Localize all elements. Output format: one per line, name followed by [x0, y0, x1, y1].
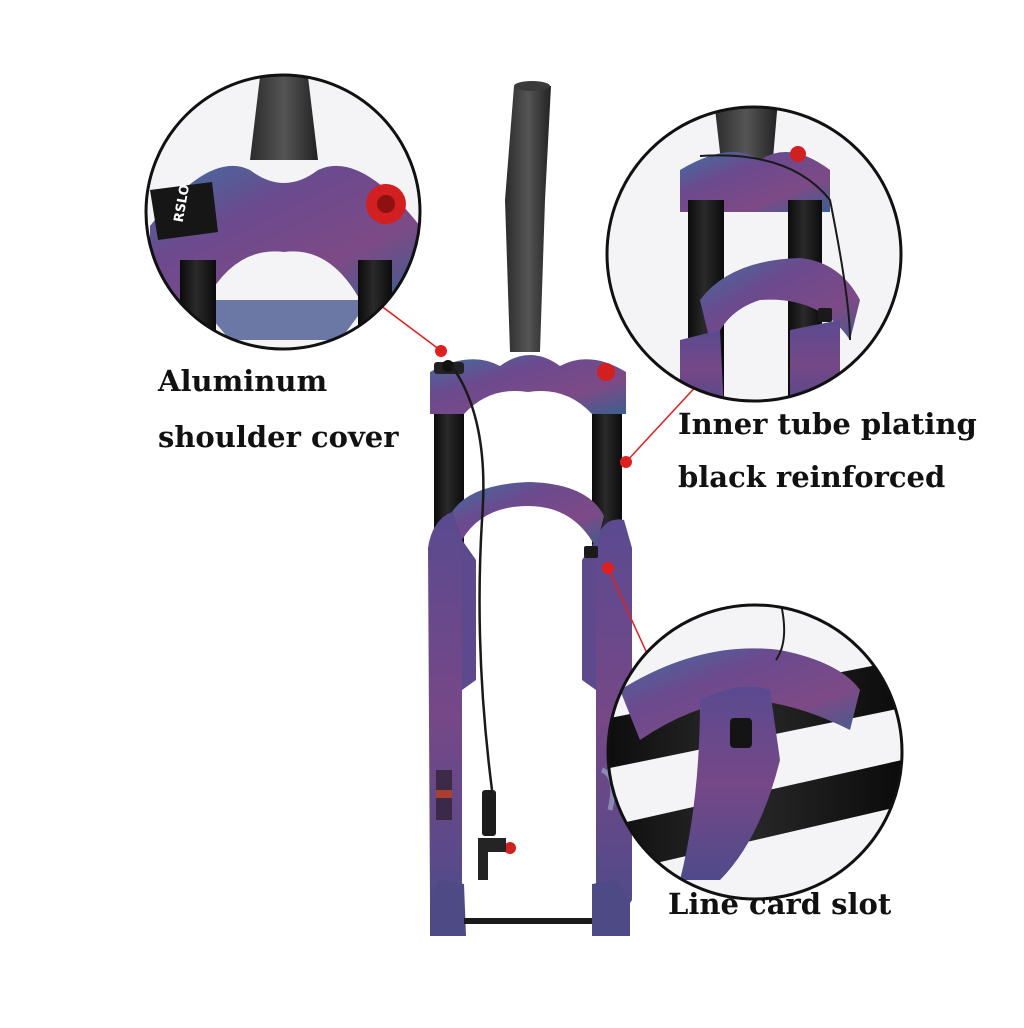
line-card-slot-label: Line card slot	[668, 887, 892, 921]
zoom-circle-inner-tube	[605, 105, 903, 403]
inner-tube-label-line1: Inner tube plating	[678, 407, 977, 441]
shoulder-cover-label-line2: shoulder cover	[158, 420, 399, 454]
zoom-circle-shoulder: RSLO	[144, 73, 422, 351]
rslo-knob-label: RSLO	[172, 183, 193, 223]
zoom-circle-line-card	[606, 603, 904, 901]
main-fork	[428, 81, 632, 936]
inner-tube-label-line2: black reinforced	[678, 460, 946, 494]
shoulder-cover-label-line1: Aluminum	[158, 364, 328, 398]
callout-lines	[379, 304, 701, 661]
